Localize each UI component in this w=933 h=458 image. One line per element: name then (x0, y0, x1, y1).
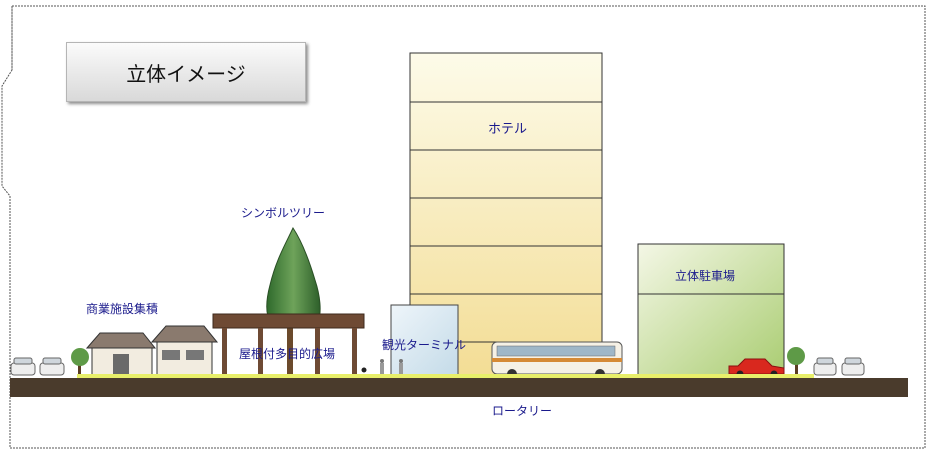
roofed-plaza (212, 313, 365, 375)
plaza-label: 屋根付多目的広場 (239, 347, 336, 361)
parking-structure (637, 243, 785, 376)
title-box: 立体イメージ (66, 42, 306, 102)
parked-car-3 (813, 357, 837, 376)
symbol-tree-label: シンボルツリー (241, 206, 326, 220)
tour-bus (491, 341, 623, 379)
hotel-label: ホテル (488, 122, 528, 137)
commercial-label: 商業施設集積 (86, 302, 159, 316)
shrub-left (71, 348, 89, 375)
shrub-right (787, 347, 805, 375)
road (10, 378, 908, 397)
sidewalk (77, 374, 814, 379)
parked-car-2 (39, 357, 65, 376)
commercial-house-1 (85, 332, 157, 376)
parking-label: 立体駐車場 (675, 269, 736, 283)
parked-car-4 (841, 357, 865, 376)
rotary-label: ロータリー (492, 404, 553, 418)
page-title: 立体イメージ (126, 61, 246, 86)
commercial-house-2 (150, 325, 219, 376)
terminal-label: 観光ターミナル (382, 338, 467, 352)
parked-car-1 (10, 357, 36, 376)
pedestrians (361, 359, 403, 374)
